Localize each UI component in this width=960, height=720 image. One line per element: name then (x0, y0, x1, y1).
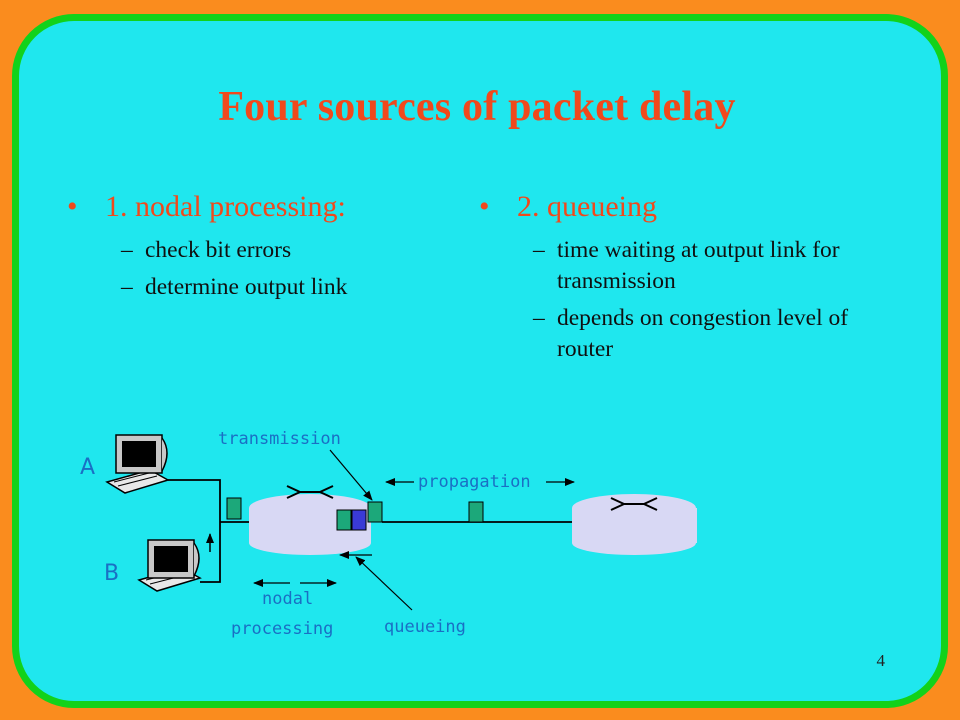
processing-label: processing (231, 619, 333, 639)
sub-item-text: check bit errors (145, 237, 292, 263)
sub-item-text: depends on congestion level of router (557, 305, 849, 362)
sub-item: – determine output link (67, 272, 467, 303)
sub-item-text: time waiting at output link for transmis… (557, 237, 840, 294)
transmission-label: transmission (218, 429, 341, 449)
bullet-heading: 1. nodal processing: (105, 190, 346, 223)
transmitting-packet-icon (367, 501, 383, 523)
propagating-packet-icon (468, 501, 484, 523)
page-number: 4 (876, 651, 886, 670)
transmission-pointer-icon (329, 449, 373, 501)
slide-title: Four sources of packet delay (218, 84, 736, 130)
bullet-queueing: • 2. queueing (479, 189, 899, 225)
sub-item-text: determine output link (145, 274, 348, 300)
dash-marker: – (121, 237, 133, 263)
slide-panel: Four sources of packet delay • 1. nodal … (12, 14, 948, 708)
bullet-marker: • (67, 190, 78, 223)
host-a-computer-icon (105, 434, 170, 494)
host-b-computer-icon (137, 539, 202, 592)
dash-marker: – (533, 237, 545, 263)
bullet-marker: • (479, 190, 490, 223)
dash-marker: – (533, 305, 545, 331)
packet-icon (226, 497, 242, 520)
host-b-label: B (104, 561, 119, 586)
bullet-nodal-processing: • 1. nodal processing: (67, 189, 467, 225)
nodal-label: nodal (262, 589, 313, 609)
left-column: • 1. nodal processing: – check bit error… (67, 189, 467, 303)
router-2-icon (572, 494, 697, 555)
queued-packet-icon (351, 509, 367, 531)
host-a-label: A (80, 455, 95, 480)
sub-item: – depends on congestion level of router (479, 303, 857, 365)
bullet-heading: 2. queueing (517, 190, 657, 223)
queueing-label: queueing (384, 617, 466, 637)
access-links (168, 479, 221, 583)
queueing-pointer-icon (355, 556, 413, 611)
right-column: • 2. queueing – time waiting at output l… (479, 189, 899, 365)
sub-item: – time waiting at output link for transm… (479, 235, 857, 297)
propagation-label: propagation (418, 472, 531, 492)
sub-item: – check bit errors (67, 235, 467, 266)
queued-packet-icon (336, 509, 352, 531)
dash-marker: – (121, 274, 133, 300)
